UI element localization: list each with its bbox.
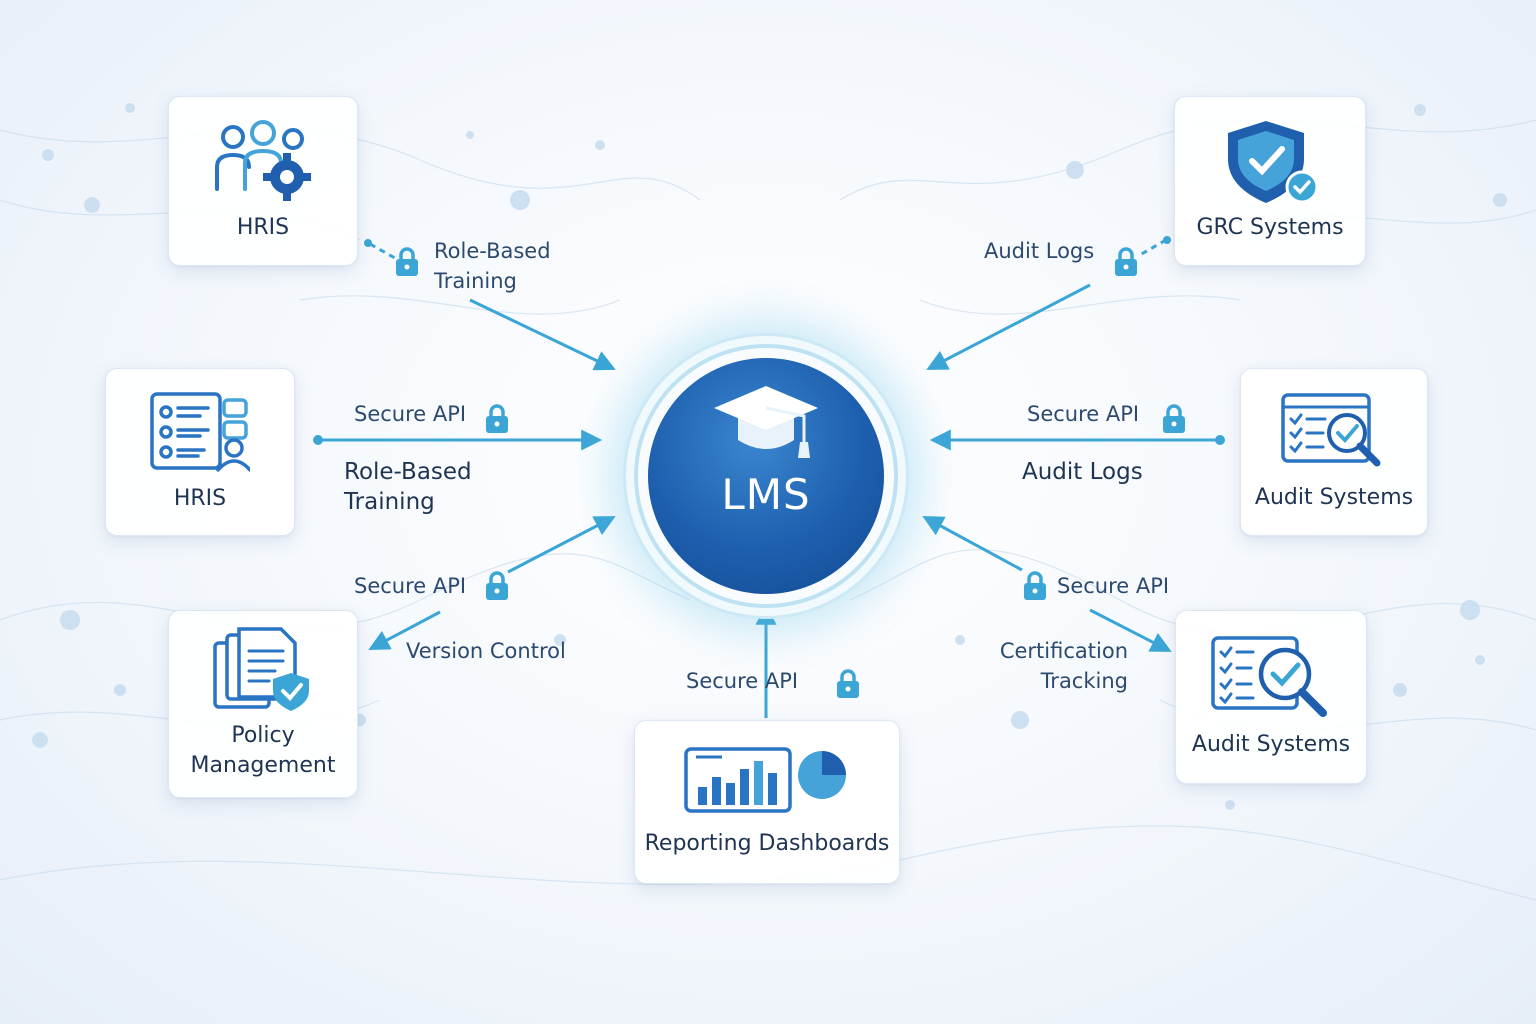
hris-mid-secure-api-label: Secure API	[354, 402, 467, 426]
lms-label: LMS	[721, 470, 811, 519]
arrow-grc-dash	[1137, 238, 1167, 258]
shield-check-icon	[1228, 121, 1318, 204]
dashboard-chart-icon	[684, 747, 846, 813]
hris-mid-role-based-label: Role-Based Training	[344, 459, 472, 515]
arrow-audit-low-in	[922, 515, 1023, 572]
audit-systems-mid-label: Audit Systems	[1254, 485, 1414, 510]
lock-icon	[486, 571, 508, 600]
policy-version-control-label: Version Control	[406, 639, 566, 663]
audit-low-certification-label: Certification Tracking	[999, 639, 1128, 693]
users-gear-icon	[215, 120, 311, 201]
policy-management-label: Policy Management	[190, 723, 336, 778]
policy-secure-api-label: Secure API	[354, 574, 467, 598]
policy-management-card[interactable]: Policy Management	[168, 610, 358, 798]
grc-systems-card[interactable]: GRC Systems	[1174, 96, 1366, 266]
arrow-policy-out	[368, 610, 441, 650]
lock-icon	[1163, 404, 1185, 433]
audit-mid-audit-logs-label: Audit Logs	[1022, 459, 1143, 485]
hris-top-label: HRIS	[236, 215, 290, 240]
lock-icon	[837, 669, 859, 698]
reporting-secure-api-label: Secure API	[686, 669, 799, 693]
audit-systems-card-low[interactable]: Audit Systems	[1175, 610, 1367, 784]
arrow-audit-low-out	[1089, 608, 1172, 652]
hris-top-connection-label: Role-Based Training	[434, 239, 551, 293]
reporting-dashboards-card[interactable]: Reporting Dashboards	[634, 720, 900, 884]
grc-systems-label: GRC Systems	[1196, 215, 1344, 240]
arrow-hris-top-main	[469, 298, 616, 371]
reporting-dashboards-label: Reporting Dashboards	[644, 831, 890, 856]
lock-icon	[1115, 247, 1137, 276]
hris-mid-label: HRIS	[173, 486, 227, 511]
arrow-grc-main	[926, 283, 1091, 370]
lock-icon	[486, 404, 508, 433]
lock-icon	[396, 247, 418, 276]
hris-card-mid[interactable]: HRIS	[105, 368, 295, 536]
checklist-magnifier-icon	[1281, 393, 1381, 467]
employee-directory-icon	[150, 392, 250, 472]
arrow-policy-in	[507, 516, 616, 574]
grc-audit-logs-label: Audit Logs	[984, 239, 1095, 263]
audit-mid-secure-api-label: Secure API	[1027, 402, 1140, 426]
lock-icon	[1024, 571, 1046, 600]
audit-low-secure-api-label: Secure API	[1057, 574, 1170, 598]
policy-documents-icon	[213, 627, 309, 711]
checklist-magnifier-icon	[1211, 636, 1327, 717]
hris-card-top[interactable]: HRIS	[168, 96, 358, 266]
audit-systems-card-mid[interactable]: Audit Systems	[1240, 368, 1428, 536]
audit-systems-low-label: Audit Systems	[1191, 732, 1351, 757]
graduation-cap-icon	[714, 386, 818, 458]
lms-hub[interactable]: LMS	[648, 358, 884, 594]
